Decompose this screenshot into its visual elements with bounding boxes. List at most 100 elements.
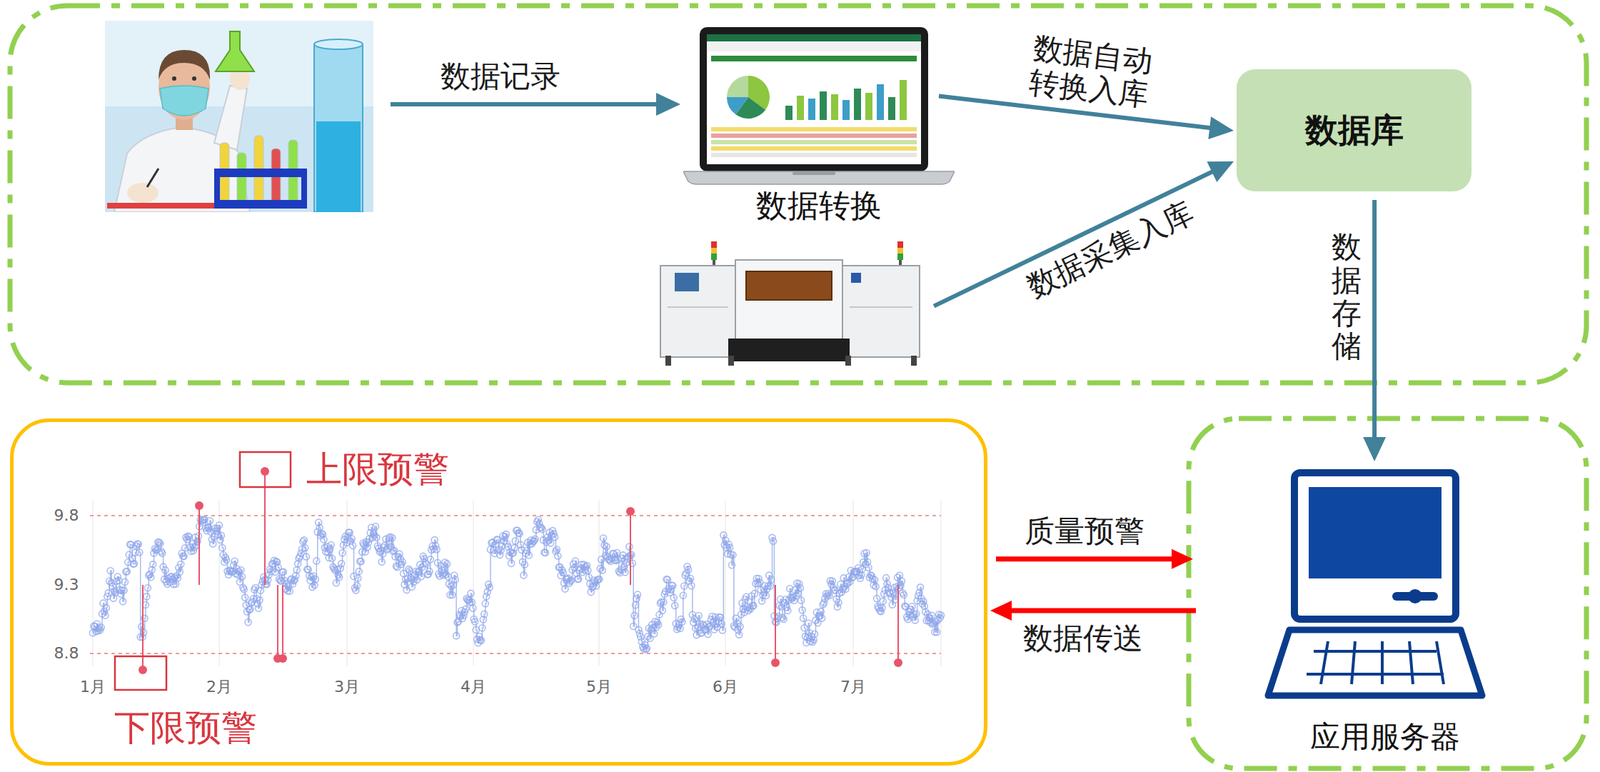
- outlier-point: [138, 665, 148, 674]
- text-holder: 数据库: [1305, 110, 1404, 150]
- month-label: 1月: [79, 677, 106, 697]
- data-point: [766, 582, 774, 590]
- flow-arrow: [995, 549, 1194, 570]
- data-point: [472, 626, 480, 633]
- server-node: 应用服务器: [1195, 464, 1578, 764]
- data-point: [508, 559, 515, 567]
- laptop-picture-part: [706, 34, 922, 165]
- data-point: [634, 591, 641, 598]
- data-point: [631, 611, 638, 619]
- data-point: [336, 574, 343, 581]
- machine-picture-part: [660, 265, 736, 357]
- machine-picture-part: [849, 306, 913, 308]
- flow-arrow: [390, 92, 681, 116]
- laptop-picture-part: [808, 98, 816, 120]
- laptop-picture-part: [711, 152, 917, 158]
- laptop-picture-part: [683, 171, 955, 185]
- data-point: [368, 524, 375, 531]
- data-point: [481, 610, 488, 617]
- scientist-photo-part: [159, 85, 209, 116]
- server-region: [1188, 418, 1587, 769]
- data-point: [451, 571, 458, 579]
- machine-node-art: [652, 239, 924, 368]
- laptop-picture-part: [888, 97, 896, 120]
- data-point: [920, 598, 927, 605]
- data-point: [913, 610, 920, 617]
- text-holder: 应用服务器: [1310, 718, 1461, 755]
- arrow-head: [656, 92, 681, 116]
- laptop-picture-part: [706, 34, 922, 42]
- data-point: [467, 589, 475, 597]
- outlier-stem: [282, 584, 284, 659]
- arrow-label: 数据自动 转换入库: [1019, 29, 1163, 115]
- arrow-head: [990, 600, 1012, 621]
- data-point: [313, 557, 320, 565]
- data-point: [658, 606, 666, 614]
- data-point: [453, 632, 460, 640]
- warning-marker: [114, 656, 167, 690]
- data-point: [300, 536, 308, 544]
- computer-icon-part: [1268, 629, 1483, 696]
- laptop-picture-part: [819, 91, 827, 120]
- photo-node-art: [104, 20, 374, 213]
- control-chart: [89, 451, 945, 690]
- laptop-picture-part: [865, 92, 873, 120]
- data-point: [600, 534, 607, 542]
- data-point: [115, 576, 123, 584]
- grid-line: [724, 499, 727, 666]
- data-point: [326, 545, 334, 552]
- data-point: [669, 582, 677, 590]
- data-point: [796, 580, 803, 587]
- node-caption: 数据转换: [756, 187, 882, 225]
- outlier-stem: [897, 584, 899, 663]
- data-point: [399, 559, 406, 566]
- data-point: [916, 584, 924, 591]
- data-point: [215, 521, 223, 529]
- data-point: [237, 566, 245, 574]
- data-point: [120, 586, 128, 594]
- data-point: [551, 534, 558, 541]
- data-point: [933, 629, 941, 636]
- data-point: [676, 624, 684, 632]
- data-point: [144, 584, 151, 592]
- data-point: [462, 605, 470, 612]
- data-point: [497, 546, 505, 554]
- data-point: [655, 621, 662, 628]
- data-point: [520, 571, 527, 579]
- data-point: [502, 531, 510, 538]
- data-point: [858, 565, 866, 572]
- laptop-picture-part: [792, 171, 836, 175]
- machine-picture-part: [735, 259, 843, 340]
- data-point: [149, 561, 157, 568]
- data-point: [798, 596, 805, 604]
- acquisition-region: [9, 5, 1587, 383]
- label-holder: 7月: [840, 677, 867, 697]
- machine-picture-part: [728, 355, 734, 366]
- data-point: [584, 566, 592, 574]
- data-point: [185, 533, 193, 540]
- machine-picture-part: [711, 253, 717, 260]
- limit-line: [89, 514, 942, 517]
- data-point: [780, 616, 787, 623]
- data-point: [521, 561, 528, 568]
- arrow-shaft: [1006, 607, 1197, 613]
- machine-picture-part: [711, 241, 717, 248]
- data-point: [568, 576, 575, 584]
- data-point: [717, 614, 724, 621]
- data-point: [104, 589, 112, 597]
- grid-line: [940, 499, 942, 666]
- label-holder: 9.8: [54, 506, 80, 525]
- axis-tick-label: 8.8: [54, 643, 80, 663]
- data-point: [718, 626, 726, 634]
- label-holder: 4月: [460, 677, 487, 697]
- data-point: [729, 551, 737, 559]
- arrow-label: 数据存储: [1331, 230, 1362, 363]
- data-point: [231, 557, 238, 565]
- data-point: [632, 601, 640, 609]
- data-point: [671, 602, 679, 610]
- data-point: [736, 623, 744, 630]
- database-box: 数据库: [1236, 69, 1472, 192]
- laptop-picture-part: [899, 79, 907, 120]
